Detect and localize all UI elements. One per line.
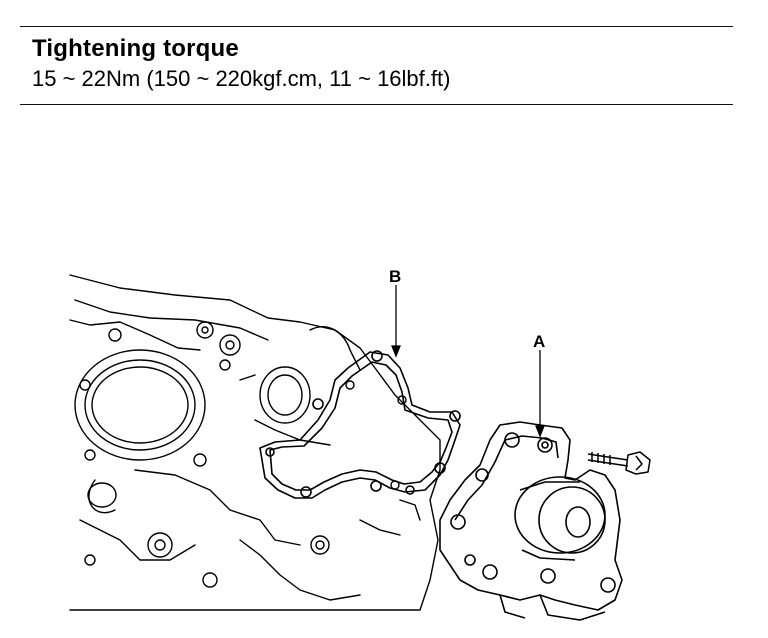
- torque-spec: Tightening torque 15 ~ 22Nm (150 ~ 220kg…: [32, 35, 722, 93]
- leader-lines: [391, 285, 545, 438]
- callout-a: A: [533, 332, 545, 351]
- spec-title: Tightening torque: [32, 35, 239, 62]
- water-pump: [439, 421, 623, 621]
- spec-value: 15 ~ 22Nm (150 ~ 220kgf.cm, 11 ~ 16lbf.f…: [32, 66, 451, 91]
- engine-block: [69, 274, 441, 611]
- water-pump-illustration: B A: [60, 255, 760, 630]
- callout-b: B: [389, 267, 401, 286]
- bolt: [587, 451, 651, 475]
- gasket-outline: [259, 350, 461, 499]
- top-divider: [20, 26, 733, 27]
- bottom-divider: [20, 104, 733, 105]
